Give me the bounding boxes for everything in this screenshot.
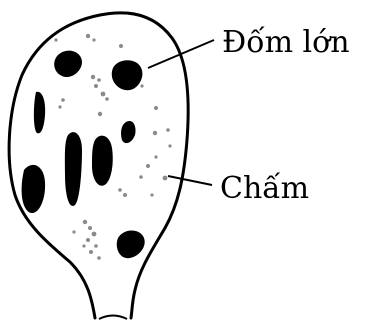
dot: [150, 193, 153, 196]
large-spot: [54, 51, 82, 77]
large-spot: [34, 92, 45, 134]
dot: [105, 97, 109, 101]
dot: [89, 250, 93, 254]
dot: [139, 175, 143, 179]
dot: [94, 84, 98, 88]
dot: [140, 84, 143, 87]
dot: [123, 193, 127, 197]
dot: [154, 106, 158, 110]
stalk-base: [99, 316, 127, 320]
dot: [153, 131, 157, 135]
dot: [154, 155, 157, 158]
dot: [119, 44, 123, 48]
large-spot: [92, 136, 113, 186]
large-spot: [65, 132, 82, 206]
dot: [92, 38, 95, 41]
dot: [118, 188, 122, 192]
dot: [54, 38, 57, 41]
large-spot: [112, 60, 143, 90]
dot: [97, 256, 101, 260]
dot: [91, 75, 95, 79]
dot: [98, 112, 102, 116]
dot: [94, 244, 98, 248]
dot: [88, 226, 92, 230]
large-spot-label: Đốm lớn: [222, 25, 350, 60]
dot: [72, 230, 75, 233]
large-spot-leader-line: [148, 40, 214, 68]
dot: [146, 164, 150, 168]
dot: [86, 238, 90, 242]
large-spot: [117, 231, 145, 259]
large-spot: [22, 165, 46, 213]
dot: [86, 34, 90, 38]
dot: [58, 105, 61, 108]
dot: [82, 244, 85, 247]
dot: [101, 92, 106, 97]
dot-leader-line: [168, 176, 212, 185]
dot: [61, 98, 65, 102]
dot: [92, 232, 97, 237]
dot-label: Chấm: [220, 171, 309, 206]
large-spot: [121, 121, 135, 143]
dot: [163, 176, 168, 181]
dot: [97, 78, 101, 82]
dot: [83, 220, 87, 224]
dot: [168, 144, 171, 147]
dot: [166, 128, 170, 132]
large-spots: [22, 51, 145, 259]
